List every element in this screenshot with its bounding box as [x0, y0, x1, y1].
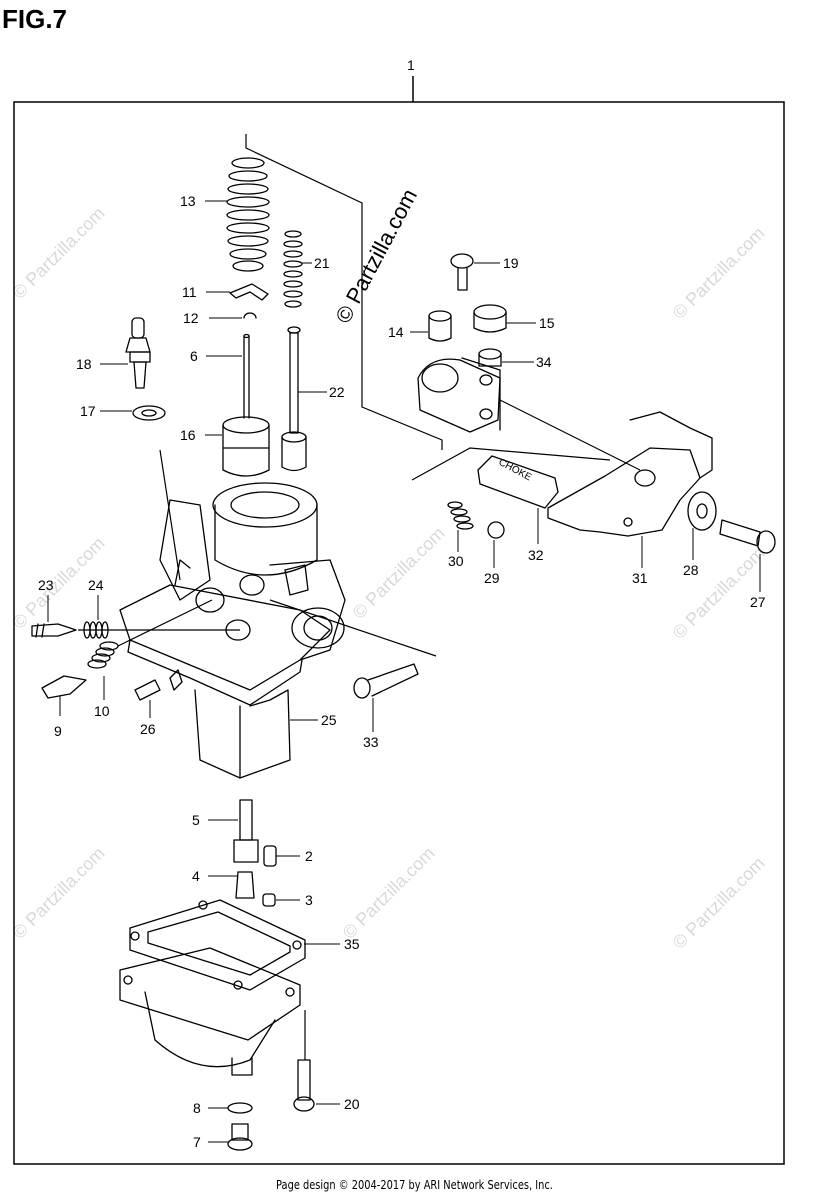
- callout-27: 27: [750, 594, 766, 610]
- callout-9: 9: [54, 723, 62, 739]
- spring-13: [226, 157, 270, 272]
- spring-30: [447, 501, 474, 530]
- callout-23: 23: [38, 577, 54, 593]
- watermark-faint: © Partzilla.com: [9, 203, 109, 303]
- cable-adjuster-18: [125, 317, 151, 389]
- callout-11: 11: [182, 284, 197, 300]
- callout-24: 24: [88, 577, 104, 593]
- e-ring-12: [243, 312, 257, 319]
- callout-33: 33: [363, 734, 379, 750]
- watermark-main: © Partzilla.com: [330, 185, 422, 328]
- drain-screw-7: [227, 1123, 253, 1151]
- figure-title: FIG.7: [2, 4, 68, 34]
- jet-3: [262, 893, 276, 907]
- assembly-line: [159, 449, 181, 581]
- screw-9: [41, 675, 87, 699]
- choke-plate-text: CHOKE: [497, 457, 534, 484]
- spring-21: [283, 230, 303, 308]
- part-34: [478, 348, 502, 367]
- watermark-faint: © Partzilla.com: [339, 843, 439, 943]
- screw-23: [31, 623, 77, 638]
- watermark-faint: © Partzilla.com: [669, 543, 769, 643]
- callout-14: 14: [388, 324, 404, 340]
- callout-22: 22: [329, 384, 345, 400]
- screw-20: [293, 1059, 315, 1112]
- callout-34: 34: [536, 354, 552, 370]
- callout-3: 3: [305, 892, 313, 908]
- watermark-faint: © Partzilla.com: [669, 223, 769, 323]
- callout-31: 31: [632, 570, 648, 586]
- choke-lever-31: [547, 411, 713, 537]
- callout-7: 7: [193, 1134, 201, 1150]
- cap-14: [428, 310, 452, 342]
- main-jet-holder-5: [233, 799, 259, 863]
- callout-12: 12: [183, 310, 199, 326]
- watermark-faint: © Partzilla.com: [9, 843, 109, 943]
- callout-6: 6: [190, 348, 198, 364]
- spring-10: [87, 641, 119, 669]
- bolt-27: [719, 519, 776, 554]
- callout-25: 25: [321, 712, 337, 728]
- callout-10: 10: [94, 703, 110, 719]
- gasket-35: [129, 899, 306, 991]
- callout-19: 19: [503, 255, 519, 271]
- carburetor-body: [119, 482, 346, 706]
- washer-17: [132, 405, 166, 421]
- callout-21: 21: [314, 255, 330, 271]
- washer-8: [227, 1102, 253, 1114]
- throttle-valve-16: [222, 416, 270, 477]
- callout-numbers: 13 21 11 12 6 18 22 17 16 19 14 15 34 23…: [38, 193, 766, 1150]
- callout-35: 35: [344, 936, 360, 952]
- callout-1: 1: [407, 57, 415, 73]
- screw-19: [450, 253, 474, 291]
- assembly-line: [245, 134, 443, 450]
- assembly-frame: [13, 76, 785, 1165]
- assembly-line: [411, 447, 611, 481]
- watermark-faint: © Partzilla.com: [669, 853, 769, 953]
- callout-2: 2: [305, 848, 313, 864]
- callout-18: 18: [76, 356, 92, 372]
- callout-30: 30: [448, 553, 464, 569]
- page-footer: Page design © 2004-2017 by ARI Network S…: [276, 1178, 553, 1192]
- callout-16: 16: [180, 427, 196, 443]
- jet-needle-6: [243, 333, 250, 419]
- watermarks: © Partzilla.com © Partzilla.com © Partzi…: [9, 203, 769, 953]
- washer-28: [687, 491, 717, 531]
- main-jet-2: [263, 845, 277, 867]
- callout-15: 15: [539, 315, 555, 331]
- callout-20: 20: [344, 1096, 360, 1112]
- pin-26: [134, 679, 161, 701]
- choke-plunger-22: [281, 326, 307, 472]
- needle-jet-4: [235, 871, 255, 899]
- bowl-section-25: [194, 689, 291, 779]
- float-bowl: [119, 947, 301, 1076]
- callout-29: 29: [484, 570, 500, 586]
- choke-holder: [417, 357, 501, 433]
- callout-13: 13: [180, 193, 196, 209]
- screw-33: [353, 663, 419, 699]
- clip-11: [229, 283, 269, 301]
- callout-28: 28: [683, 562, 699, 578]
- assembly-line: [117, 599, 213, 647]
- callout-26: 26: [140, 721, 156, 737]
- cap-15: [473, 304, 507, 333]
- watermark-faint: © Partzilla.com: [349, 523, 449, 623]
- ball-29: [487, 521, 505, 539]
- choke-plate-32: [477, 455, 559, 509]
- assembly-line: [269, 599, 437, 657]
- callout-32: 32: [528, 547, 544, 563]
- callout-8: 8: [193, 1100, 201, 1116]
- callout-4: 4: [192, 868, 200, 884]
- callout-17: 17: [80, 403, 96, 419]
- assembly-line: [499, 399, 641, 471]
- callout-5: 5: [192, 812, 200, 828]
